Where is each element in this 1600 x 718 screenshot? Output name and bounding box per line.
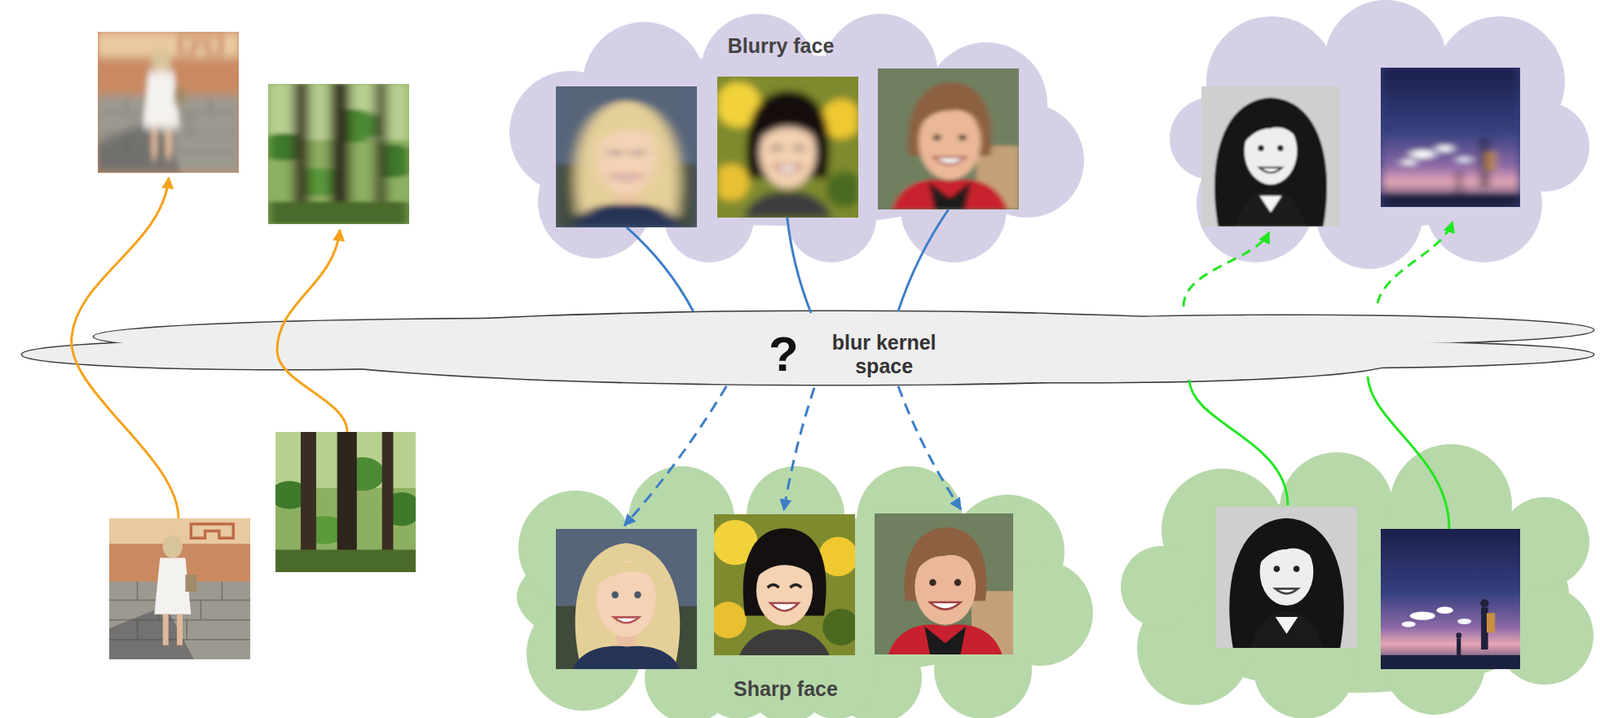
sharp-photo xyxy=(109,518,251,660)
green-line xyxy=(1189,379,1288,506)
sharp-photo xyxy=(269,431,422,573)
orange-arrow xyxy=(277,229,348,432)
connector xyxy=(787,217,812,313)
connector xyxy=(626,227,694,312)
connector xyxy=(624,386,727,526)
green-arrow xyxy=(1377,221,1453,304)
cloud-node: ? blur kernel space xyxy=(20,305,1600,392)
sharp-photo xyxy=(709,514,860,656)
blurry-photo xyxy=(268,83,410,225)
cloud-fill xyxy=(974,315,1594,345)
blurry-photo xyxy=(1201,86,1340,227)
blurry-photo xyxy=(97,31,239,173)
blurry-cloud-right xyxy=(1169,0,1590,269)
connector xyxy=(784,387,815,511)
blurry-photo xyxy=(717,76,859,218)
sharp-photo xyxy=(555,528,697,670)
connector xyxy=(898,386,961,510)
cloud-label: blur kernel space xyxy=(815,330,954,379)
blurry-photo xyxy=(877,68,1019,210)
cloud-label: Blurry face xyxy=(727,34,835,58)
sharp-cloud-right xyxy=(1120,444,1594,718)
sharp-photo xyxy=(1380,528,1521,670)
cloud-label: ? xyxy=(768,326,799,383)
cloud-outline xyxy=(974,315,1594,345)
green-line xyxy=(1367,376,1450,529)
cloud-label: Sharp face xyxy=(733,677,838,701)
cloud-shape xyxy=(20,305,1600,392)
blurry-photo xyxy=(1380,67,1521,208)
green-arrow xyxy=(1183,232,1270,307)
sharp-photo xyxy=(1216,506,1358,648)
orange-arrow xyxy=(71,177,179,519)
connector xyxy=(898,209,949,312)
sharp-photo xyxy=(874,513,1014,655)
blurry-photo xyxy=(555,86,697,228)
